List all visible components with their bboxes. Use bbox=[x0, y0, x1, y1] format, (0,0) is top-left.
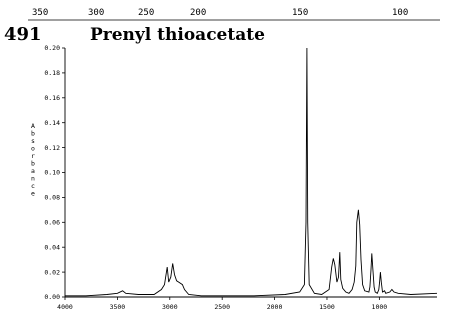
y-tick-label: 0.08 bbox=[44, 194, 60, 202]
top-scale-label-300: 300 bbox=[88, 8, 104, 18]
spectrum-line bbox=[65, 47, 438, 297]
x-tick-label: 1000 bbox=[372, 303, 388, 311]
y-tick-label: 0.06 bbox=[44, 219, 60, 227]
y-tick-label: 0.18 bbox=[44, 69, 60, 77]
top-scale-label-350: 350 bbox=[32, 8, 48, 18]
y-tick-label: 0.12 bbox=[44, 144, 60, 152]
x-tick-label: 2500 bbox=[214, 303, 230, 311]
top-scale-label-150: 150 bbox=[292, 8, 308, 18]
top-scale-label-200: 200 bbox=[190, 8, 206, 18]
y-tick-label: 0.20 bbox=[44, 44, 60, 52]
y-tick-label: 0.04 bbox=[44, 243, 60, 251]
x-tick-label: 1500 bbox=[319, 303, 335, 311]
y-tick-label: 0.10 bbox=[44, 169, 60, 177]
x-tick-label: 3000 bbox=[162, 303, 178, 311]
x-tick-label: 3500 bbox=[110, 303, 126, 311]
top-scale: 350 300 250 200 150 100 bbox=[28, 8, 440, 21]
compound-number: 491 bbox=[4, 24, 42, 45]
top-scale-label-100: 100 bbox=[392, 8, 408, 18]
y-tick-label: 0.02 bbox=[44, 268, 60, 276]
x-tick-label: 4000 bbox=[57, 303, 73, 311]
y-tick-label: 0.14 bbox=[44, 119, 60, 127]
y-tick-label: 0.00 bbox=[44, 293, 60, 301]
x-ticks: 4000 3500 3000 2500 2000 1500 1000 bbox=[57, 297, 387, 311]
x-tick-label: 2000 bbox=[267, 303, 283, 311]
plot-axes bbox=[64, 48, 437, 298]
y-ticks: 0.00 0.02 0.04 0.06 0.08 0.10 0.12 0.14 0.16 0.18… bbox=[44, 44, 65, 301]
y-tick-label: 0.16 bbox=[44, 94, 60, 102]
top-scale-label-250: 250 bbox=[138, 8, 154, 18]
compound-name: Prenyl thioacetate bbox=[90, 25, 265, 45]
